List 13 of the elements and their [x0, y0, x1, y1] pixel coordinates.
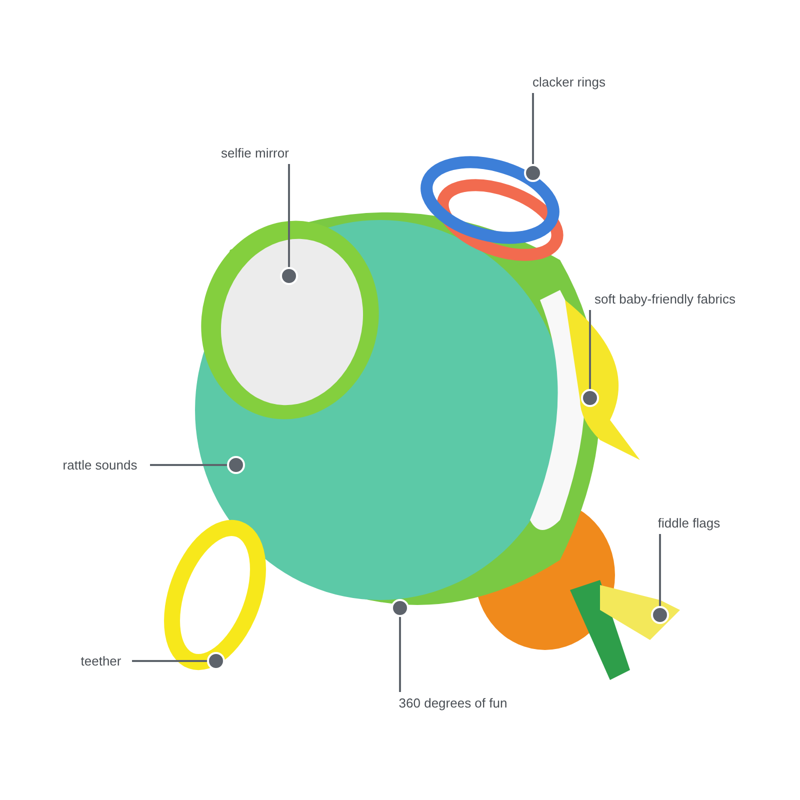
callout-label: 360 degrees of fun — [398, 694, 508, 712]
leader-line — [150, 456, 245, 474]
leader-line — [391, 599, 409, 692]
callout-label: fiddle flags — [658, 514, 720, 532]
callout-label: selfie mirror — [221, 144, 289, 162]
leader-line — [132, 652, 225, 670]
leader-line — [280, 164, 298, 285]
leader-line — [651, 534, 669, 624]
callout-label: teether — [80, 652, 122, 670]
callout-label: rattle sounds — [62, 456, 138, 474]
callout-label: soft baby-friendly fabrics — [594, 290, 736, 308]
callout-label: clacker rings — [532, 73, 606, 92]
leader-line — [524, 93, 542, 182]
